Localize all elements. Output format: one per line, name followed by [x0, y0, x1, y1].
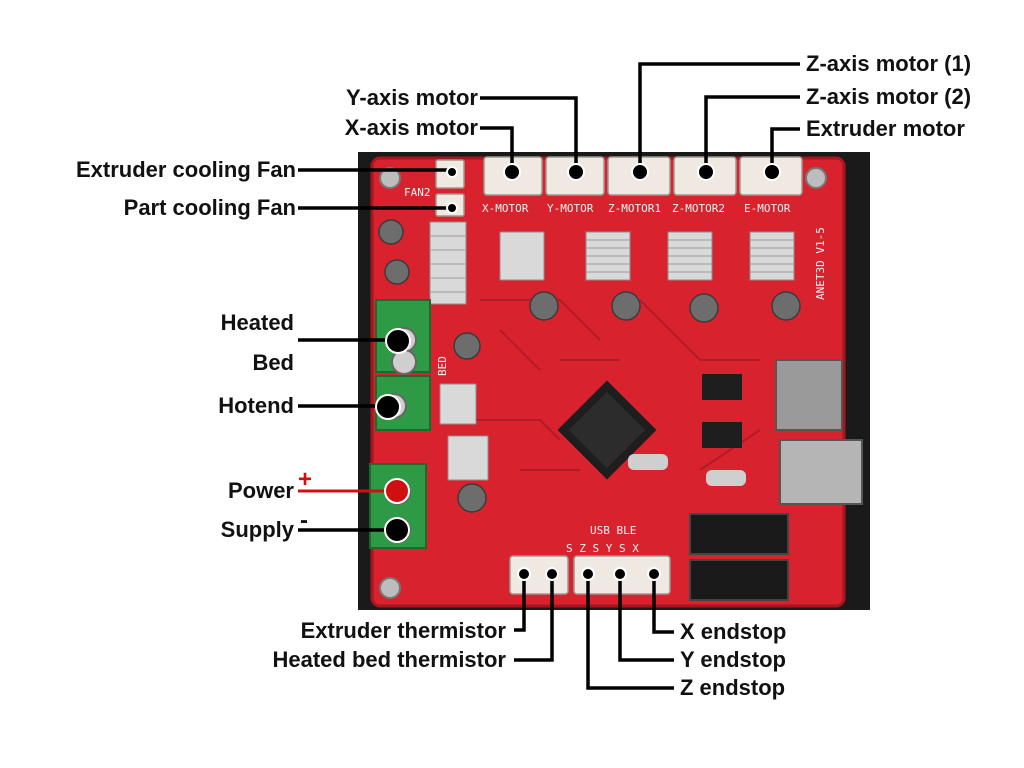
leader-z-axis-motor-2: [704, 95, 800, 170]
marker-extruder-motor: [763, 163, 781, 181]
label-x-endstop: X endstop: [680, 619, 787, 644]
lcd-header-2: [689, 559, 789, 601]
marker-bed-thermistor: [545, 567, 559, 581]
label-heated-bed-thermistor: Heated bed thermistor: [272, 647, 507, 672]
label-part-cooling-fan: Part cooling Fan: [123, 195, 296, 220]
marker-y-endstop: [613, 567, 627, 581]
marker-z-endstop: [581, 567, 595, 581]
mount-hole: [379, 577, 401, 599]
silk-e-motor: E-MOTOR: [744, 202, 791, 215]
silk-board-name: ANET3D V1-5: [814, 227, 827, 300]
marker-y-motor: [567, 163, 585, 181]
label-bed: Bed: [252, 350, 294, 375]
capacitors: [378, 219, 801, 513]
power-plus-sign: +: [298, 466, 313, 493]
label-extruder-motor: Extruder motor: [806, 116, 965, 141]
marker-extruder-fan: [446, 166, 458, 178]
label-extruder-cooling-fan: Extruder cooling Fan: [75, 157, 296, 182]
silk-usb-ble: USB BLE: [590, 524, 636, 537]
leader-heated-bed-thermistor: [514, 574, 554, 662]
silk-z-motor2: Z-MOTOR2: [672, 202, 725, 215]
leader-z-axis-motor-1: [638, 62, 800, 170]
leader-lines: [298, 62, 800, 690]
lcd-header-1: [689, 513, 789, 555]
label-hotend: Hotend: [218, 393, 294, 418]
usb-port: [779, 439, 863, 505]
leader-y-axis-motor: [480, 96, 578, 170]
heatsink-fins: [430, 235, 794, 293]
marker-z-motor-2: [697, 163, 715, 181]
marker-heated-bed: [385, 328, 411, 354]
silk-fan2: FAN2: [404, 186, 431, 199]
marker-extruder-thermistor: [517, 567, 531, 581]
leader-extruder-motor: [770, 127, 800, 170]
supply-minus-sign: -: [300, 507, 308, 534]
label-y-endstop: Y endstop: [680, 647, 786, 672]
label-x-axis-motor: X-axis motor: [344, 115, 478, 140]
marker-x-endstop: [647, 567, 661, 581]
marker-z-motor-1: [631, 163, 649, 181]
marker-power: [384, 478, 410, 504]
sd-card-slot: [775, 359, 843, 431]
label-supply: Supply: [220, 517, 294, 542]
label-power: Power: [227, 478, 294, 503]
marker-x-motor: [503, 163, 521, 181]
silk-z-motor1: Z-MOTOR1: [608, 202, 661, 215]
label-extruder-thermistor: Extruder thermistor: [300, 618, 506, 643]
marker-hotend: [375, 394, 401, 420]
leader-z-endstop: [586, 574, 674, 690]
label-heated: Heated: [220, 310, 294, 335]
leader-x-endstop: [652, 574, 674, 634]
label-y-axis-motor: Y-axis motor: [345, 85, 478, 110]
leader-y-endstop: [618, 574, 674, 662]
leader-x-axis-motor: [480, 126, 514, 170]
mount-hole: [379, 167, 401, 189]
silk-x-motor: X-MOTOR: [482, 202, 529, 215]
silk-bed: BED: [436, 356, 449, 376]
small-ics: [628, 374, 746, 486]
marker-part-fan: [446, 202, 458, 214]
marker-supply: [384, 517, 410, 543]
label-z-axis-motor-2: Z-axis motor (2): [806, 84, 972, 109]
silk-y-motor: Y-MOTOR: [547, 202, 594, 215]
leader-extruder-thermistor: [514, 574, 526, 632]
mount-hole: [805, 167, 827, 189]
label-z-endstop: Z endstop: [680, 675, 786, 700]
label-z-axis-motor-1: Z-axis motor (1): [806, 51, 972, 76]
silk-endstop-letters: S Z S Y S X: [566, 542, 639, 555]
markers: [375, 163, 781, 581]
